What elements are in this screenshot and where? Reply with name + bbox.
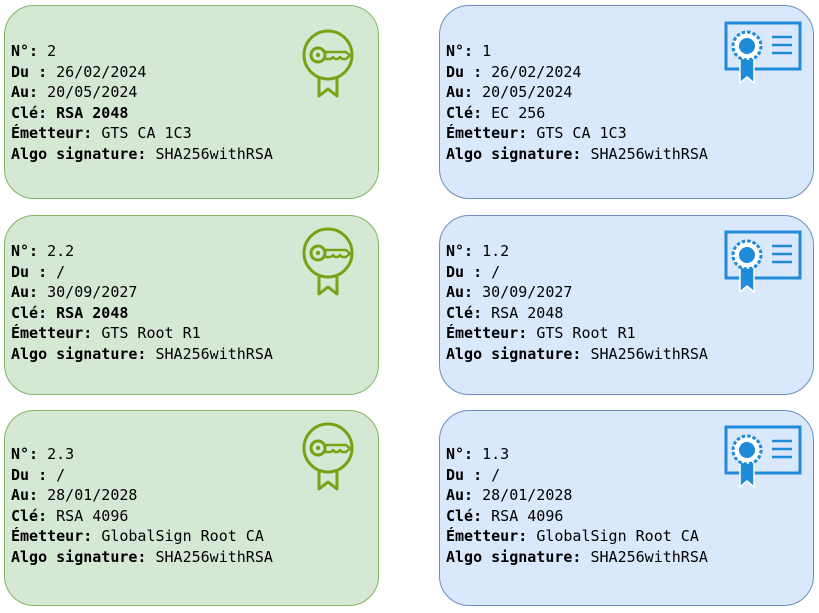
certificate-card-1-2: N°: 1.2 Du : / Au: 30/09/2027 Clé: RSA 2… <box>439 215 814 395</box>
num-value: 2 <box>47 42 57 60</box>
certificate-card-1-3: N°: 1.3 Du : / Au: 28/01/2028 Clé: RSA 4… <box>439 410 814 606</box>
from-label: Du : <box>11 62 48 81</box>
issuer-label: Émetteur: <box>11 324 93 342</box>
num-label: N°: <box>11 445 39 463</box>
num-label: N°: <box>446 242 474 260</box>
certificate-card-2-3: N°: 2.3 Du : / Au: 28/01/2028 Clé: RSA 4… <box>4 410 379 606</box>
to-value: 28/01/2028 <box>482 486 573 504</box>
from-value: / <box>491 465 501 484</box>
from-value: 26/02/2024 <box>56 62 147 81</box>
num-value: 1.2 <box>482 242 510 260</box>
from-label: Du : <box>11 262 48 281</box>
to-value: 20/05/2024 <box>482 83 573 101</box>
num-label: N°: <box>446 42 474 60</box>
algo-label: Algo signature: <box>11 144 147 163</box>
issuer-value: GlobalSign Root CA <box>536 527 699 545</box>
to-value: 28/01/2028 <box>47 486 138 504</box>
issuer-label: Émetteur: <box>446 324 528 342</box>
certificate-card-1: N°: 1 Du : 26/02/2024 Au: 20/05/2024 Clé… <box>439 5 814 199</box>
key-label: Clé: <box>446 103 483 122</box>
from-label: Du : <box>446 262 483 281</box>
issuer-label: Émetteur: <box>446 124 528 142</box>
algo-value: SHA256withRSA <box>155 144 273 163</box>
issuer-value: GTS Root R1 <box>536 324 636 342</box>
issuer-label: Émetteur: <box>446 527 528 545</box>
algo-label: Algo signature: <box>446 344 582 363</box>
key-value: RSA 2048 <box>491 303 564 322</box>
num-label: N°: <box>11 42 39 60</box>
algo-label: Algo signature: <box>446 144 582 163</box>
key-label: Clé: <box>11 303 48 322</box>
algo-value: SHA256withRSA <box>590 144 708 163</box>
certificate-card-2-2: N°: 2.2 Du : / Au: 30/09/2027 Clé: RSA 2… <box>4 215 379 395</box>
key-value: EC 256 <box>491 103 546 122</box>
issuer-value: GTS CA 1C3 <box>101 124 192 142</box>
algo-label: Algo signature: <box>11 344 147 363</box>
certificate-icon <box>724 425 804 491</box>
algo-label: Algo signature: <box>11 547 147 566</box>
num-value: 1.3 <box>482 445 510 463</box>
from-label: Du : <box>446 465 483 484</box>
from-value: 26/02/2024 <box>491 62 582 81</box>
algo-label: Algo signature: <box>446 547 582 566</box>
to-label: Au: <box>446 283 474 301</box>
to-label: Au: <box>11 283 39 301</box>
certificate-icon <box>724 21 804 87</box>
key-badge-icon <box>300 421 356 493</box>
algo-value: SHA256withRSA <box>590 344 708 363</box>
to-label: Au: <box>11 486 39 504</box>
issuer-value: GTS Root R1 <box>101 324 201 342</box>
to-value: 30/09/2027 <box>482 283 573 301</box>
key-badge-icon <box>300 226 356 298</box>
key-value: RSA 2048 <box>56 303 129 322</box>
from-label: Du : <box>446 62 483 81</box>
key-badge-icon <box>300 28 356 100</box>
to-label: Au: <box>446 83 474 101</box>
num-value: 2.2 <box>47 242 75 260</box>
key-label: Clé: <box>446 303 483 322</box>
from-value: / <box>491 262 501 281</box>
to-label: Au: <box>11 83 39 101</box>
num-label: N°: <box>446 445 474 463</box>
from-value: / <box>56 262 66 281</box>
issuer-value: GlobalSign Root CA <box>101 527 264 545</box>
algo-value: SHA256withRSA <box>155 344 273 363</box>
key-value: RSA 2048 <box>56 103 129 122</box>
certificate-icon <box>724 230 804 296</box>
key-label: Clé: <box>446 506 483 525</box>
issuer-label: Émetteur: <box>11 527 93 545</box>
certificate-card-2: N°: 2 Du : 26/02/2024 Au: 20/05/2024 Clé… <box>4 5 379 199</box>
from-label: Du : <box>11 465 48 484</box>
key-value: RSA 4096 <box>56 506 129 525</box>
from-value: / <box>56 465 66 484</box>
num-value: 2.3 <box>47 445 75 463</box>
num-value: 1 <box>482 42 492 60</box>
to-value: 20/05/2024 <box>47 83 138 101</box>
key-label: Clé: <box>11 506 48 525</box>
num-label: N°: <box>11 242 39 260</box>
to-value: 30/09/2027 <box>47 283 138 301</box>
algo-value: SHA256withRSA <box>155 547 273 566</box>
key-label: Clé: <box>11 103 48 122</box>
issuer-label: Émetteur: <box>11 124 93 142</box>
key-value: RSA 4096 <box>491 506 564 525</box>
algo-value: SHA256withRSA <box>590 547 708 566</box>
issuer-value: GTS CA 1C3 <box>536 124 627 142</box>
to-label: Au: <box>446 486 474 504</box>
